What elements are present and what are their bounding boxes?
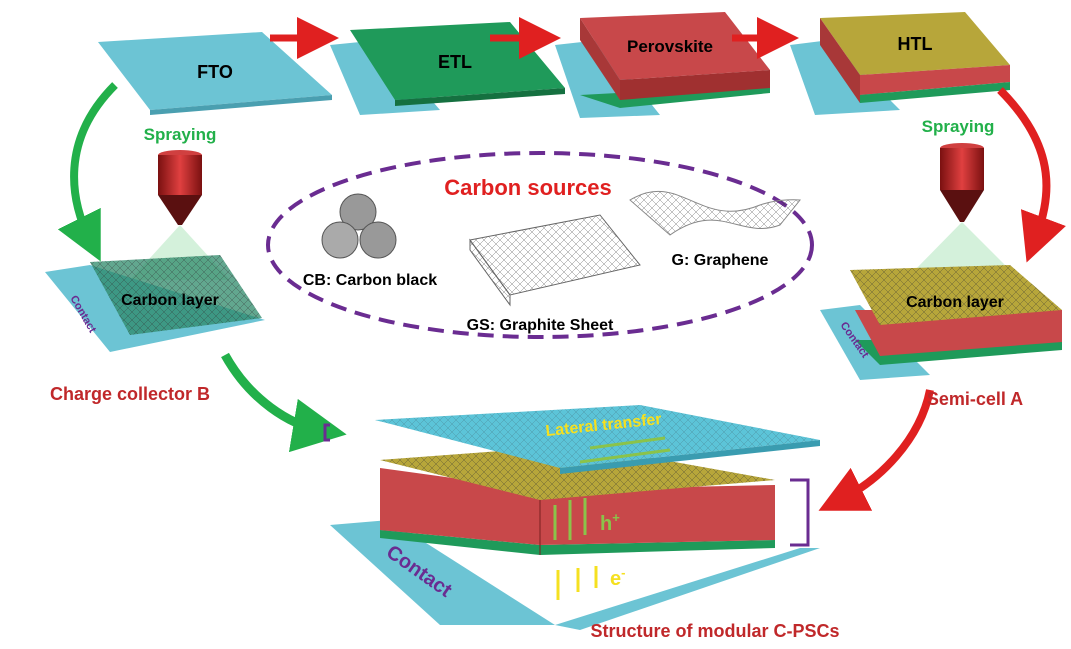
graphene-label: G: Graphene	[672, 252, 769, 269]
htl-label: HTL	[898, 34, 933, 54]
lateral-arrow-2	[579, 448, 671, 464]
carbon-black-icon	[321, 193, 397, 259]
red-arrow-htl	[997, 87, 1066, 263]
charge-collector-plate: Contact Carbon layer	[45, 255, 265, 352]
carbon-sources-title: Carbon sources	[444, 175, 612, 200]
hole-label: h+	[600, 510, 620, 535]
semi-cell-label: Semi-cell A	[927, 389, 1023, 409]
spraying-left-label: Spraying	[144, 125, 217, 144]
spraying-right-label: Spraying	[922, 117, 995, 136]
sprayer-right: Spraying	[910, 117, 1015, 275]
lateral-arrow-1	[589, 436, 666, 450]
fto-plate: FTO	[98, 32, 332, 115]
electron-arrows	[556, 566, 598, 600]
electron-label: e-	[610, 565, 625, 590]
perovskite-label: Perovskite	[627, 37, 713, 56]
fto-label: FTO	[197, 62, 233, 82]
carbon-layer-right-label: Carbon layer	[906, 294, 1004, 311]
graphite-sheet-label: GS: Graphite Sheet	[467, 317, 614, 334]
charge-collector-label: Charge collector B	[50, 384, 210, 404]
green-arrow-fto	[57, 82, 118, 262]
red-arrow-semicell	[818, 389, 934, 511]
hole-arrows	[553, 498, 587, 540]
green-arrow-collector	[221, 352, 347, 453]
modular-structure: Lateral transfer h+ e- Contact	[323, 405, 820, 630]
graphite-sheet-icon	[469, 214, 641, 307]
graphene-icon	[629, 190, 801, 236]
etl-label: ETL	[438, 52, 472, 72]
process-arrows	[57, 17, 1066, 511]
semi-cell-plate: Contact Carbon layer	[820, 265, 1062, 380]
structure-caption: Structure of modular C-PSCs	[590, 621, 839, 641]
carbon-sources-panel: Carbon sources CB: Carbon black GS: Grap…	[266, 151, 814, 339]
dashed-ellipse	[266, 151, 814, 339]
bracket-top	[323, 423, 330, 442]
bracket-bottom	[790, 478, 810, 547]
carbon-layer-left-label: Carbon layer	[121, 292, 219, 309]
perovskite-plate: Perovskite	[555, 12, 770, 118]
carbon-black-label: CB: Carbon black	[303, 272, 437, 289]
htl-plate: HTL	[790, 12, 1010, 115]
